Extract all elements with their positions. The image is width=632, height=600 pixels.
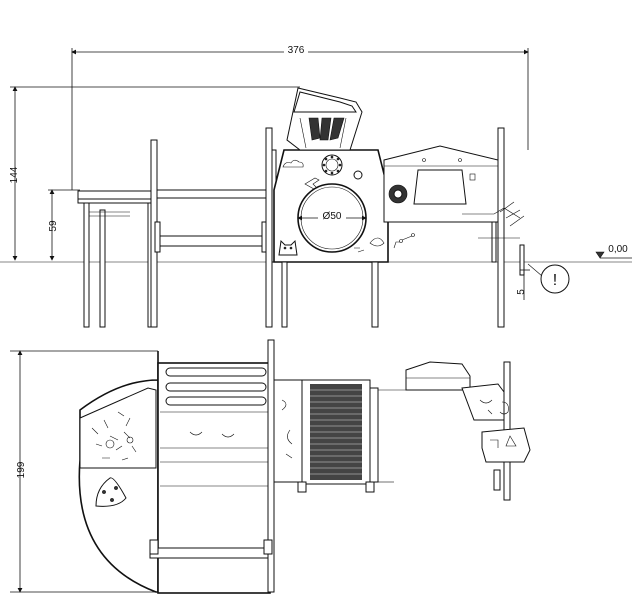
deck-height-label: 59 (48, 220, 59, 232)
top-plan: 199 (10, 339, 531, 594)
plan-depth-dimension: 199 (10, 350, 160, 593)
front-elevation: 376 144 59 (0, 42, 632, 328)
drum-slats (310, 389, 362, 475)
overall-width-dimension: 376 (71, 42, 529, 190)
overall-height-dimension: 144 (9, 86, 300, 261)
foundation-depth-label: 5 (516, 289, 527, 295)
warning-symbol-label: ! (553, 272, 557, 289)
clock-dial (321, 154, 343, 176)
plan-depth-label: 199 (16, 461, 27, 478)
mouse-icon (369, 237, 385, 247)
ground-level-label: 0,00 (608, 244, 628, 255)
tower-body: Ø50 (273, 87, 389, 328)
cloud-icon (282, 159, 304, 168)
bolt-icon (353, 170, 363, 180)
overall-height-label: 144 (9, 166, 20, 183)
right-cabin-plan (405, 361, 531, 501)
left-platform (77, 190, 155, 328)
main-platform-plan (149, 339, 275, 594)
warning-symbol: ! (527, 263, 570, 294)
drum-plan (273, 379, 406, 493)
porthole-diameter-label: Ø50 (323, 211, 342, 222)
left-deck-plan (78, 351, 159, 593)
foundation-depth-dimension: 5 (516, 262, 530, 300)
plane-icon (304, 177, 320, 190)
triangle-hold (95, 477, 127, 507)
overall-width-label: 376 (288, 45, 305, 56)
bridge-section (150, 127, 277, 328)
cat-icon (278, 239, 298, 256)
bone-icon (401, 235, 413, 241)
deck-height-dimension: 59 (48, 189, 80, 261)
right-cabin (383, 127, 525, 328)
ground-level-marker: 0,00 (595, 244, 632, 259)
